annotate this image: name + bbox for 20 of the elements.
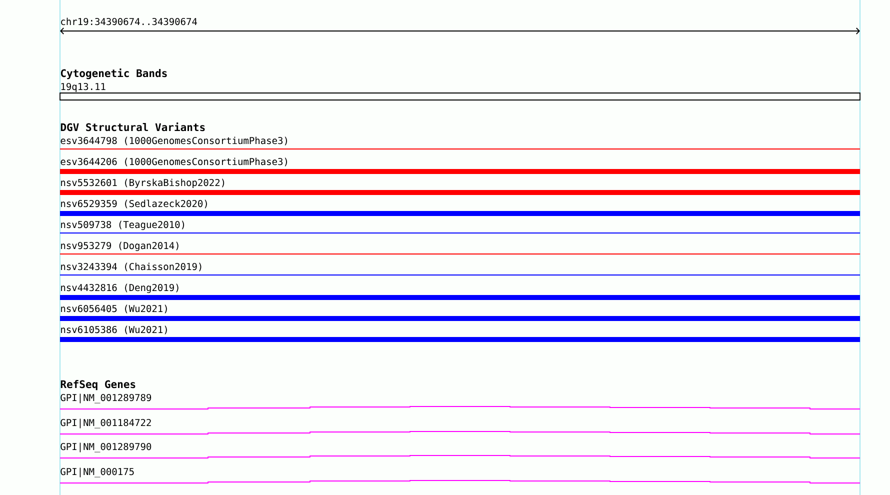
variant-bar: esv3644206 (1000GenomesConsortiumPhase3) — [60, 158, 860, 174]
variant-bar: nsv509738 (Teague2010) — [60, 220, 860, 234]
variant-bar: nsv4432816 (Deng2019) — [60, 284, 860, 300]
coordinate-text: chr19:34390674..34390674 — [61, 18, 197, 26]
cytoband-bar: 19q13.11 — [60, 82, 860, 100]
variant-bar: nsv5532601 (ByrskaBishop2022) — [60, 178, 860, 195]
track-heading: DGV Structural Variants — [60, 122, 205, 132]
gene-track: GPI|NM_000175 — [60, 468, 860, 484]
gene-track: GPI|NM_001289789 — [60, 394, 860, 410]
variant-bar: esv3644798 (1000GenomesConsortiumPhase3) — [60, 136, 860, 150]
variant-bar: nsv6529359 (Sedlazeck2020) — [60, 200, 860, 216]
variant-bar: nsv3243394 (Chaisson2019) — [60, 262, 860, 276]
gene-track: GPI|NM_001184722 — [60, 418, 860, 434]
variant-bar: nsv6105386 (Wu2021) — [60, 326, 860, 342]
track-heading: RefSeq Genes — [60, 380, 136, 390]
track-heading: Cytogenetic Bands — [60, 68, 167, 80]
variant-bar: nsv6056405 (Wu2021) — [60, 304, 860, 321]
gene-track: GPI|NM_001289790 — [60, 442, 860, 458]
variant-bar: nsv953279 (Dogan2014) — [60, 242, 860, 254]
node-label: 19q13.11 — [61, 82, 106, 92]
